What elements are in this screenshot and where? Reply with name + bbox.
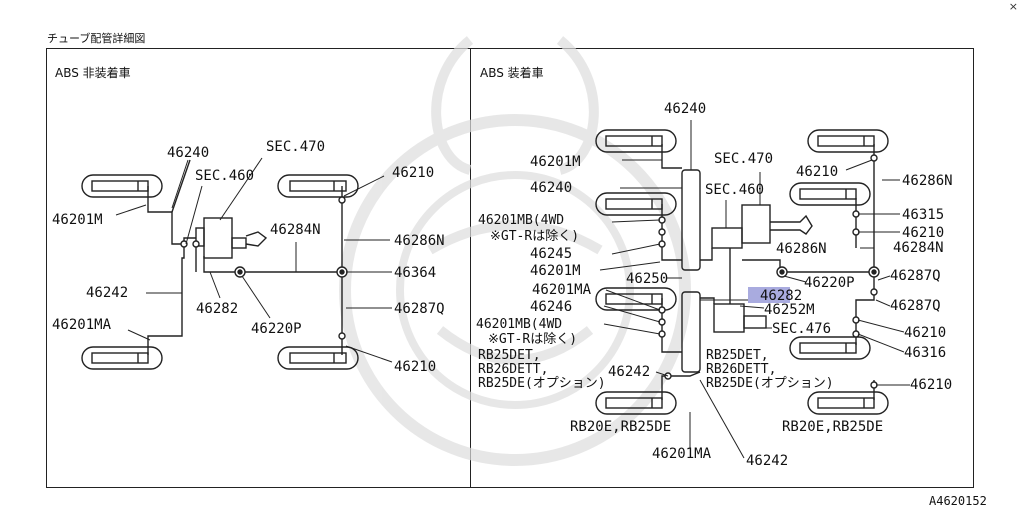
left-wheel-fr: [277, 174, 359, 198]
label-46284n-right: 46284N: [893, 240, 944, 256]
label-46287q-b: 46287Q: [890, 298, 941, 314]
label-46242: 46242: [86, 285, 129, 301]
label-46201mb-b: 46201MB(4WD: [476, 317, 563, 332]
label-46210-a: 46210: [796, 164, 839, 180]
right-wheel-fr2: [789, 182, 871, 206]
label-sec460-right: SEC.460: [705, 182, 765, 198]
label-46282: 46282: [196, 301, 239, 317]
label-sec470: SEC.470: [266, 139, 326, 155]
label-46210-c: 46210: [904, 325, 947, 341]
label-46364: 46364: [394, 265, 437, 281]
label-rb25det-left: RB25DET,: [478, 348, 541, 363]
label-rb25de-opt-left: RB25DE(オプション): [478, 376, 606, 391]
label-46240: 46240: [167, 145, 210, 161]
label-46201m: 46201M: [52, 212, 103, 228]
label-46286n-a: 46286N: [902, 173, 953, 189]
right-wheel-fr: [807, 129, 889, 153]
label-46252m: 46252M: [764, 302, 815, 318]
highlight-46282: [748, 287, 790, 303]
label-46220p: 46220P: [251, 321, 302, 337]
label-sec476: SEC.476: [772, 321, 832, 337]
label-rb20e-left: RB20E,RB25DE: [570, 419, 672, 435]
right-wheel-fl: [595, 129, 677, 153]
left-panel-heading: ABS 非装着車: [55, 66, 131, 80]
label-46316: 46316: [904, 345, 947, 361]
label-rb25det-right: RB25DET,: [706, 348, 769, 363]
label-rb25de-opt-right: RB25DE(オプション): [706, 376, 834, 391]
label-gtr-note-b: ※GT-Rは除く): [488, 332, 578, 347]
right-panel: [470, 48, 974, 488]
label-46210-top: 46210: [392, 165, 435, 181]
right-wheel-rr2: [807, 391, 889, 415]
right-panel-heading: ABS 装着車: [480, 66, 544, 80]
label-46282-right: 46282: [760, 288, 803, 304]
left-wheel-rr: [277, 346, 359, 370]
label-46210-bottom: 46210: [394, 359, 437, 375]
watermark-crest: [339, 36, 691, 466]
label-46245: 46245: [530, 246, 573, 262]
label-46246: 46246: [530, 299, 573, 315]
label-46315: 46315: [902, 207, 945, 223]
label-46287q-a: 46287Q: [890, 268, 941, 284]
label-46240-top: 46240: [664, 101, 707, 117]
label-rb26dett-right: RB26DETT,: [706, 362, 777, 377]
label-46286n-b: 46286N: [776, 241, 827, 257]
left-wheel-rl: [81, 346, 163, 370]
label-46201ma-b: 46201MA: [652, 446, 712, 462]
label-46210-b: 46210: [902, 225, 945, 241]
label-46201m-b: 46201M: [530, 263, 581, 279]
right-wheel-rr: [789, 336, 871, 360]
label-rb20e-right: RB20E,RB25DE: [782, 419, 884, 435]
figure-title: チューブ配管詳細図: [47, 32, 146, 45]
label-46210-d: 46210: [910, 377, 953, 393]
abs-actuator: [713, 303, 745, 333]
label-sec470-right: SEC.470: [714, 151, 774, 167]
label-46240-b: 46240: [530, 180, 573, 196]
left-master-cylinder: [203, 217, 233, 259]
label-46201ma: 46201MA: [52, 317, 112, 333]
label-46250: 46250: [626, 271, 669, 287]
left-wheel-fl: [81, 174, 163, 198]
close-icon[interactable]: ×: [1008, 0, 1018, 13]
figure-id: A4620152: [929, 494, 987, 508]
label-rb26dett-left: RB26DETT,: [478, 362, 549, 377]
label-46242-b: 46242: [746, 453, 789, 469]
label-46201m-a: 46201M: [530, 154, 581, 170]
label-46287q: 46287Q: [394, 301, 445, 317]
label-46201mb-a: 46201MB(4WD: [478, 213, 565, 228]
label-gtr-note-a: ※GT-Rは除く): [490, 229, 580, 244]
label-46284n: 46284N: [270, 222, 321, 238]
right-wheel-rl2: [595, 391, 677, 415]
label-46201ma-a: 46201MA: [532, 282, 592, 298]
label-46242-a: 46242: [608, 364, 651, 380]
label-sec460: SEC.460: [195, 168, 255, 184]
label-46286n: 46286N: [394, 233, 445, 249]
label-46220p-right: 46220P: [804, 275, 855, 291]
right-master-cylinder: [741, 204, 771, 244]
